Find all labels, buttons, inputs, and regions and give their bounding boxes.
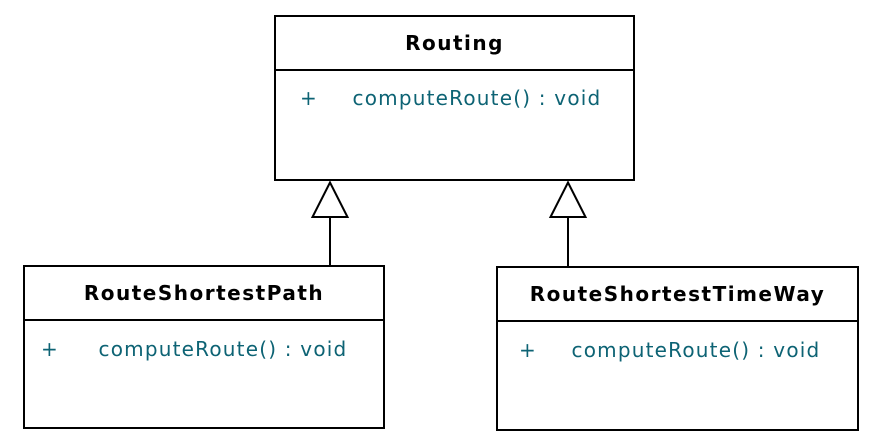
class-name-route-shortest-path: RouteShortestPath — [25, 267, 383, 321]
method-visibility: + — [519, 338, 537, 362]
method-visibility: + — [300, 86, 318, 110]
class-box-route-shortest-path: RouteShortestPath + computeRoute() : voi… — [23, 265, 385, 429]
method-visibility: + — [41, 337, 59, 361]
inheritance-triangle-icon — [310, 180, 350, 218]
method-row: + computeRoute() : void — [300, 86, 633, 110]
class-members-route-shortest-time-way: + computeRoute() : void — [498, 322, 857, 362]
method-signature: computeRoute() : void — [98, 337, 348, 361]
class-name-routing: Routing — [276, 17, 633, 71]
method-row: + computeRoute() : void — [41, 337, 383, 361]
inheritance-triangle-icon — [548, 180, 588, 218]
method-row: + computeRoute() : void — [519, 338, 857, 362]
class-members-route-shortest-path: + computeRoute() : void — [25, 321, 383, 361]
method-signature: computeRoute() : void — [571, 338, 821, 362]
class-box-routing: Routing + computeRoute() : void — [274, 15, 635, 181]
class-name-route-shortest-time-way: RouteShortestTimeWay — [498, 268, 857, 322]
method-signature: computeRoute() : void — [352, 86, 602, 110]
generalization-arrow-right — [548, 180, 588, 267]
class-members-routing: + computeRoute() : void — [276, 71, 633, 110]
class-box-route-shortest-time-way: RouteShortestTimeWay + computeRoute() : … — [496, 266, 859, 431]
generalization-arrow-left — [310, 180, 350, 266]
